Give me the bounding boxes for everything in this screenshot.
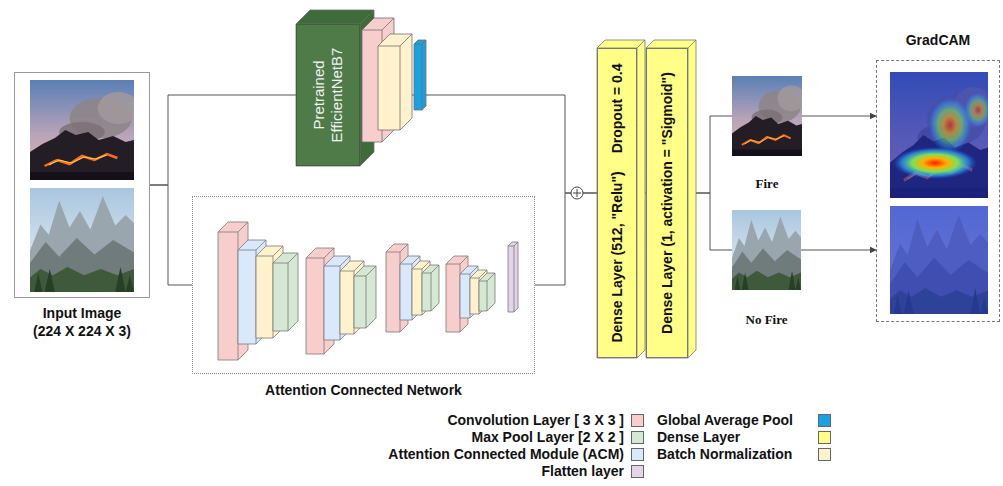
- sum-symbol: [571, 187, 583, 199]
- dense-prisms: [597, 40, 696, 358]
- output-image: No Fire: [732, 210, 801, 290]
- fire-photo: [30, 80, 139, 180]
- connector: [802, 116, 876, 117]
- legend-text: Dense Layer: [657, 429, 740, 445]
- heatmap-tint: [890, 72, 988, 198]
- no-fire-photo: [890, 206, 988, 314]
- rotated-label: Dense Layer (1, activation = "Sigmoid"): [659, 72, 676, 334]
- gradcam-fire: [890, 72, 988, 198]
- node-caption: GradCAM: [906, 32, 971, 50]
- gradcam-frame: GradCAM: [876, 60, 1000, 322]
- layer-label: Dense Layer (512, "Relu"): [609, 171, 626, 342]
- node-caption: Fire: [756, 176, 779, 192]
- rotated-label: Dense Layer (512, "Relu") Dropout = 0.4: [609, 63, 626, 342]
- flatten-slab: [508, 242, 518, 312]
- connector: [150, 185, 192, 285]
- dense-prism: [597, 40, 645, 358]
- no-fire-photo: [30, 188, 134, 292]
- rotated-label: Pretrained EfficientNetB7: [310, 35, 346, 155]
- heatmap-blob: [893, 147, 977, 179]
- gap-slab: [414, 40, 426, 110]
- dense-layer: Dense Layer (1, activation = "Sigmoid"): [646, 48, 688, 358]
- legend-text: Max Pool Layer [2 X 2 ]: [472, 429, 625, 445]
- legend-swatch: [818, 414, 831, 427]
- batchnorm-slab: [378, 34, 412, 130]
- backbone-block: Pretrained EfficientNetB7: [296, 24, 360, 166]
- maxpool-slab: [354, 266, 376, 328]
- input-frame: Input Image (224 X 224 X 3): [14, 72, 150, 298]
- layer-label: Pretrained EfficientNetB7: [310, 48, 345, 143]
- legend-text: Batch Normalization: [657, 446, 792, 462]
- dense-layer: Dense Layer (512, "Relu") Dropout = 0.4: [597, 48, 637, 358]
- legend-text: Global Average Pool: [657, 412, 793, 428]
- layer-label: Dropout = 0.4: [609, 63, 626, 153]
- attention-network-frame: Attention Connected Network: [192, 196, 535, 374]
- connector: [801, 250, 876, 251]
- efficientnet-stack: [296, 10, 426, 166]
- heatmap-blob: [928, 97, 972, 153]
- dense-prism: [646, 40, 696, 358]
- maxpool-slab: [479, 273, 495, 311]
- legend-swatch: [631, 465, 644, 478]
- legend-text: Attention Connected Module (ACM): [388, 446, 624, 462]
- layer-label: Dense Layer (1, activation = "Sigmoid"): [659, 72, 676, 334]
- node-caption: Input Image (224 X 224 X 3): [27, 305, 137, 340]
- sum-symbol: [573, 189, 581, 197]
- legend-text: Convolution Layer [ 3 X 3 ]: [447, 412, 624, 428]
- heatmap-tint: [890, 206, 988, 314]
- fire-photo: [732, 76, 806, 156]
- fire-photo: [890, 72, 988, 198]
- legend-swatch: [631, 448, 644, 461]
- output-image: Fire: [732, 76, 802, 156]
- legend-swatch: [818, 431, 831, 444]
- maxpool-slab: [273, 253, 298, 331]
- legend-text: Flatten layer: [542, 463, 624, 479]
- legend-swatch: [818, 448, 831, 461]
- connector: [150, 95, 296, 185]
- no-fire-photo: [732, 210, 801, 290]
- maxpool-slab: [422, 265, 439, 311]
- legend-swatch: [631, 414, 644, 427]
- attention-stack: [218, 222, 518, 360]
- connector: [535, 193, 597, 285]
- node-caption: No Fire: [746, 312, 788, 328]
- node-caption: Attention Connected Network: [265, 382, 462, 400]
- legend-swatch: [631, 431, 644, 444]
